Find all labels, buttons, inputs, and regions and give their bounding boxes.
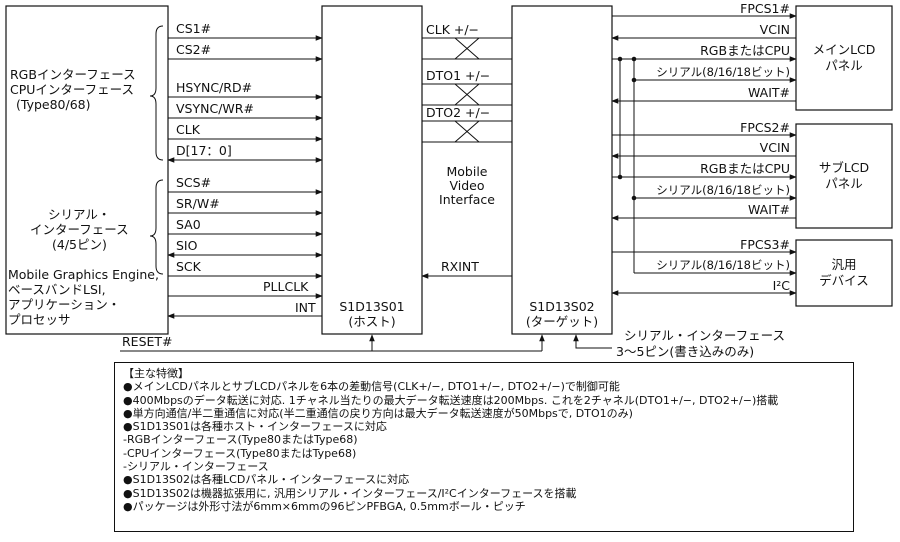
junction-dot (617, 56, 623, 62)
mvi-label: Interface (439, 192, 495, 207)
signal-pllclk: PLLCLK (263, 279, 309, 294)
host-device-label: ベースバンドLSI, (8, 282, 106, 297)
signal-cs2: CS2# (176, 42, 211, 57)
serial-group-label: (4/5ピン) (52, 237, 107, 252)
signal-vcin-main: VCIN (760, 22, 790, 37)
feature-item: -CPUインターフェース(Type80またはType68) (123, 446, 357, 460)
general-device (795, 239, 893, 307)
host-device-label: プロセッサ (8, 312, 71, 327)
signal-reset: RESET# (122, 334, 173, 349)
mvi-label: Video (449, 178, 484, 193)
signal-clk: CLK (176, 122, 201, 137)
signal-rxint: RXINT (441, 259, 479, 274)
feature-item: ●単方向通信/半二重通信に対応(半二重通信の戻り方向は最大データ転送速度が50M… (123, 406, 633, 420)
signal-wait-sub: WAIT# (748, 202, 790, 217)
differential-pair-lines (422, 37, 512, 143)
serial-write-line (573, 334, 612, 349)
signal-wait-main: WAIT# (748, 85, 790, 100)
main-lcd-label: メインLCD (813, 42, 876, 57)
features-title: 【主な特徴】 (123, 367, 189, 380)
target-chip-s1d13s02 (511, 5, 613, 335)
interface-group-label: (Type80/68) (16, 97, 91, 112)
signal-hsync: HSYNC/RD# (176, 80, 252, 95)
left-signal-lines (167, 35, 323, 319)
features-box: 【主な特徴】 ●メインLCDパネルとサブLCDパネルを6本の差動信号(CLK+/… (114, 362, 854, 532)
serial-group-label: シリアル・ (48, 207, 110, 222)
sub-lcd-label: パネル (825, 176, 863, 191)
feature-item: ●S1D13S02は各種LCDパネル・インターフェースに対応 (123, 473, 410, 487)
feature-item: -シリアル・インターフェース (123, 460, 269, 474)
diff-pair-dto1: DTO1 +/− (426, 68, 490, 83)
feature-item: ●パッケージは外形寸法が6mm×6mmの96ピンPFBGA, 0.5mmボール・… (123, 499, 526, 513)
signal-sio: SIO (176, 238, 198, 253)
signal-fpcs3: FPCS3# (740, 237, 790, 252)
main-lcd-label: パネル (825, 58, 863, 73)
interface-group-label: CPUインターフェース (10, 82, 134, 97)
diff-pair-dto2: DTO2 +/− (426, 105, 490, 120)
signal-fpcs1: FPCS1# (740, 1, 790, 16)
mvi-label: Mobile (446, 164, 487, 179)
signal-serial-main: シリアル(8/16/18ビット) (656, 65, 790, 79)
feature-item: -RGBインターフェース(Type80またはType68) (123, 433, 358, 447)
feature-item: ●400Mbpsのデータ転送に対応. 1チャネル当たりの最大データ転送速度は20… (123, 393, 779, 407)
feature-item: ●S1D13S01は各種ホスト・インターフェースに対応 (123, 420, 387, 434)
junction-dot (631, 77, 637, 83)
signal-int: INT (295, 300, 316, 315)
signal-rgb-cpu-main: RGBまたはCPU (700, 43, 790, 58)
general-device-label: 汎用 (831, 257, 856, 272)
signal-data-bus: D[17：0] (176, 143, 232, 158)
serial-interface-label: 3〜5ピン(書き込みのみ) (616, 344, 754, 359)
signal-sck: SCK (176, 259, 202, 274)
serial-interface-label: シリアル・インターフェース (624, 328, 785, 343)
host-chip-role: (ホスト) (348, 314, 395, 329)
signal-scs: SCS# (176, 175, 211, 190)
sub-lcd-label: サブLCD (819, 160, 869, 175)
diff-pair-clk: CLK +/− (426, 22, 479, 37)
interface-group-label: RGBインターフェース (10, 67, 136, 82)
signal-srw: SR/W# (176, 196, 220, 211)
right-signal-lines (611, 13, 797, 296)
feature-item: ●メインLCDパネルとサブLCDパネルを6本の差動信号(CLK+/−, DTO1… (123, 380, 620, 394)
signal-vcin-sub: VCIN (760, 140, 790, 155)
sub-lcd-panel (795, 123, 893, 229)
host-chip-s1d13s01 (321, 5, 423, 335)
host-device-label: アプリケーション・ (8, 297, 120, 312)
target-chip-role: (ターゲット) (526, 314, 598, 329)
junction-dot (631, 56, 637, 62)
junction-dot (631, 195, 637, 201)
target-chip-name: S1D13S02 (529, 299, 594, 314)
host-device-label: Mobile Graphics Engine, (8, 267, 159, 282)
signal-serial-sub: シリアル(8/16/18ビット) (656, 183, 790, 197)
feature-item: ●S1D13S02は機器拡張用に, 汎用シリアル・インターフェース/I²Cインタ… (123, 486, 577, 500)
serial-group-label: インターフェース (30, 222, 129, 237)
junction-dot (617, 174, 623, 180)
signal-sa0: SA0 (176, 217, 201, 232)
main-lcd-panel (795, 5, 893, 111)
signal-rgb-cpu-sub: RGBまたはCPU (700, 161, 790, 176)
host-chip-name: S1D13S01 (339, 299, 404, 314)
host-system-box (5, 5, 169, 335)
signal-cs1: CS1# (176, 21, 211, 36)
signal-i2c: I²C (773, 278, 791, 293)
signal-vsync: VSYNC/WR# (176, 101, 254, 116)
signal-serial-gen: シリアル(8/16/18ビット) (656, 258, 790, 272)
general-device-label: デバイス (819, 273, 869, 288)
signal-fpcs2: FPCS2# (740, 120, 790, 135)
